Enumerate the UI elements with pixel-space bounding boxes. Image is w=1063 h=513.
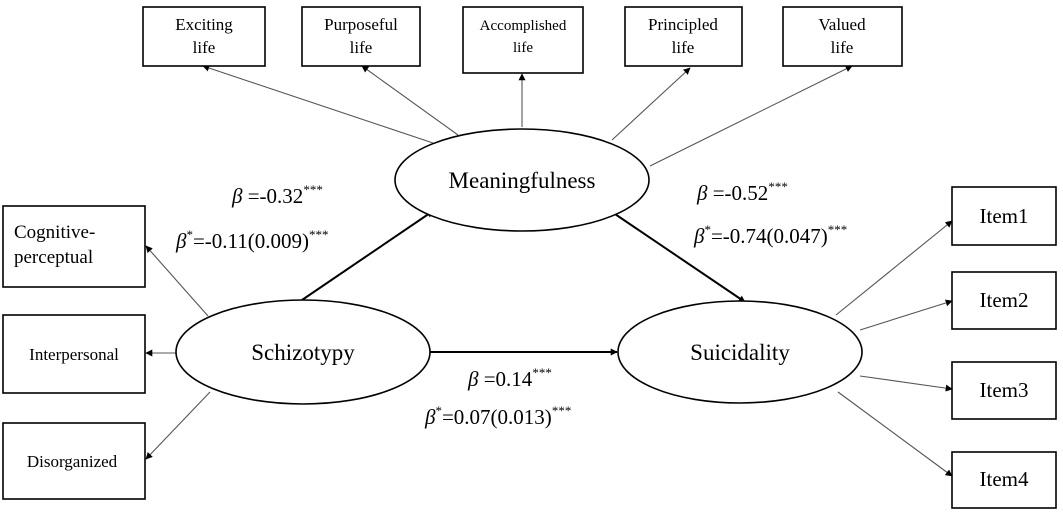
svg-text:Meaningfulness: Meaningfulness bbox=[449, 168, 596, 193]
svg-text:Interpersonal: Interpersonal bbox=[29, 345, 119, 364]
indicator-valued-life: Valued life bbox=[782, 6, 903, 67]
svg-text:perceptual: perceptual bbox=[14, 247, 93, 268]
svg-text:Schizotypy: Schizotypy bbox=[251, 340, 355, 365]
svg-text:Suicidality: Suicidality bbox=[690, 340, 790, 365]
svg-text:Purposeful: Purposeful bbox=[324, 15, 398, 34]
path-suicid-item2 bbox=[859, 299, 953, 331]
coef-a-standardized: β*=-0.11(0.009)*** bbox=[175, 227, 329, 253]
path-meaning-valued bbox=[649, 65, 853, 167]
svg-text:Cognitive-: Cognitive- bbox=[14, 222, 95, 243]
svg-text:Accomplished: Accomplished bbox=[480, 18, 567, 34]
indicator-item1: Item1 bbox=[951, 186, 1057, 246]
indicator-principled-life: Principled life bbox=[624, 6, 743, 67]
path-b-meaningfulness-suicidality bbox=[611, 211, 746, 303]
path-meaning-principled bbox=[611, 67, 691, 141]
path-meaning-exciting bbox=[202, 64, 434, 144]
latent-suicidality: Suicidality bbox=[617, 300, 863, 404]
indicator-interpersonal: Interpersonal bbox=[2, 314, 146, 394]
path-a-schizotypy-meaningfulness bbox=[301, 210, 434, 301]
svg-text:life: life bbox=[672, 38, 695, 57]
svg-text:Valued: Valued bbox=[818, 15, 866, 34]
indicator-accomplished-life: Accomplished life bbox=[462, 6, 584, 74]
svg-text:life: life bbox=[513, 40, 533, 56]
svg-text:life: life bbox=[193, 38, 216, 57]
coef-b-standardized: β*=-0.74(0.047)*** bbox=[693, 222, 847, 248]
svg-text:Exciting: Exciting bbox=[175, 15, 233, 34]
svg-text:Item2: Item2 bbox=[980, 288, 1029, 312]
indicator-item2: Item2 bbox=[951, 271, 1057, 330]
svg-text:Principled: Principled bbox=[648, 15, 718, 34]
indicator-item4: Item4 bbox=[951, 451, 1057, 509]
latent-meaningfulness: Meaningfulness bbox=[394, 128, 650, 232]
indicator-item3: Item3 bbox=[951, 361, 1057, 420]
coef-b-unstandardized: β =-0.52*** bbox=[696, 179, 788, 205]
svg-text:Item4: Item4 bbox=[980, 467, 1029, 491]
latent-schizotypy: Schizotypy bbox=[175, 299, 431, 405]
path-suicid-item4 bbox=[837, 391, 953, 477]
coef-a-unstandardized: β =-0.32*** bbox=[231, 182, 323, 208]
path-schizo-cognitive bbox=[145, 245, 209, 317]
svg-text:life: life bbox=[350, 38, 373, 57]
path-meaning-purposeful bbox=[361, 65, 459, 136]
indicator-purposeful-life: Purposeful life bbox=[301, 6, 421, 67]
path-suicid-item3 bbox=[859, 375, 953, 392]
svg-text:life: life bbox=[831, 38, 854, 57]
svg-text:Item1: Item1 bbox=[980, 204, 1029, 228]
indicator-disorganized: Disorganized bbox=[2, 422, 146, 500]
path-suicid-item1 bbox=[835, 220, 953, 316]
indicator-exciting-life: Exciting life bbox=[142, 6, 266, 67]
svg-text:Item3: Item3 bbox=[980, 378, 1029, 402]
indicator-cognitive-perceptual: Cognitive- perceptual bbox=[2, 205, 146, 288]
coef-c-unstandardized: β =0.14*** bbox=[467, 365, 552, 391]
coef-c-standardized: β*=0.07(0.013)*** bbox=[424, 403, 571, 429]
svg-text:Disorganized: Disorganized bbox=[27, 452, 118, 471]
path-schizo-disorganized bbox=[145, 391, 211, 460]
